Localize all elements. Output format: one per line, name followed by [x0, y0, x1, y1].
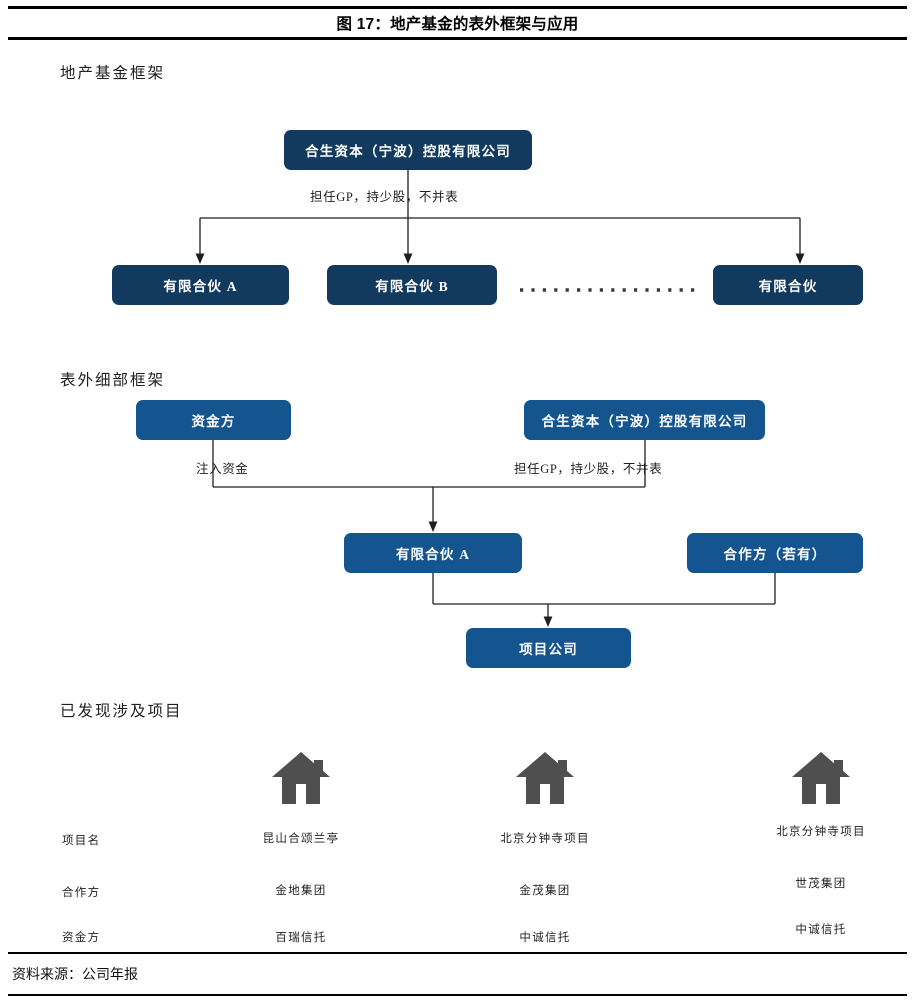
node-limited-partnership-a-2[interactable]: 有限合伙 A	[344, 533, 522, 573]
table-row-label-funder: 资金方	[62, 932, 101, 944]
page-title: 图 17：地产基金的表外框架与应用	[336, 16, 579, 33]
edge-label-gp-minority-unconsolidated-2: 担任GP，持少股，不并表	[514, 462, 663, 476]
house-icon	[272, 752, 330, 804]
node-hesheng-capital-holding[interactable]: 合生资本（宁波）控股有限公司	[284, 130, 532, 170]
section-heading-off-balance-detail: 表外细部框架	[60, 372, 166, 389]
table-row-label-project-name: 项目名	[62, 835, 101, 847]
node-funder[interactable]: 资金方	[136, 400, 291, 440]
node-limited-partnership-a[interactable]: 有限合伙 A	[112, 265, 289, 305]
node-limited-partnership-n[interactable]: 有限合伙	[713, 265, 863, 305]
table-cell-project-name: 北京分钟寺项目	[500, 833, 590, 845]
source-text: 资料来源：公司年报	[12, 966, 138, 982]
edge-label-inject-capital: 注入资金	[196, 462, 249, 476]
table-cell-partner: 金地集团	[275, 885, 327, 897]
source-band: 资料来源：公司年报	[8, 952, 907, 996]
table-cell-funder: 中诚信托	[519, 932, 571, 944]
node-partner-if-any[interactable]: 合作方（若有）	[687, 533, 863, 573]
table-cell-funder: 百瑞信托	[275, 932, 327, 944]
table-cell-funder: 中诚信托	[795, 924, 847, 936]
table-cell-project-name: 昆山合颂兰亭	[262, 833, 340, 845]
node-limited-partnership-b[interactable]: 有限合伙 B	[327, 265, 497, 305]
node-project-company[interactable]: 项目公司	[466, 628, 631, 668]
house-icon	[516, 752, 574, 804]
table-cell-project-name: 北京分钟寺项目	[776, 826, 866, 838]
table-row-label-partner: 合作方	[62, 887, 101, 899]
section-heading-identified-projects: 已发现涉及项目	[60, 703, 183, 720]
node-hesheng-capital-holding-2[interactable]: 合生资本（宁波）控股有限公司	[524, 400, 765, 440]
house-icon	[792, 752, 850, 804]
table-cell-partner: 世茂集团	[795, 878, 847, 890]
section-heading-fund-framework: 地产基金框架	[60, 65, 166, 82]
table-cell-partner: 金茂集团	[519, 885, 571, 897]
figure-title-band: 图 17：地产基金的表外框架与应用	[8, 6, 907, 40]
edge-label-gp-minority-unconsolidated-1: 担任GP，持少股，不并表	[310, 190, 459, 204]
